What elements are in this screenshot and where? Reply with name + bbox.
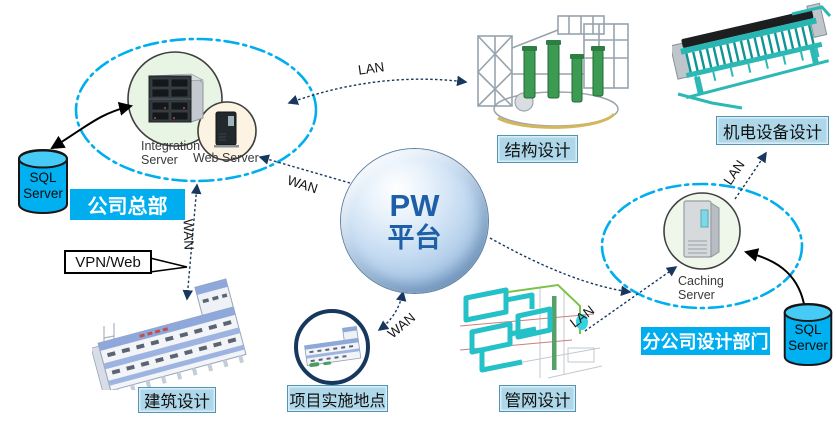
branch-sql-label-line2: Server: [788, 337, 828, 353]
hq-sql-label-line1: SQL: [29, 170, 57, 185]
web-server-label-text: Web Server: [193, 151, 259, 165]
web-server-label: Web Server: [193, 151, 259, 165]
web-server-icon: [214, 111, 239, 148]
lan-link-pipe-network: [584, 266, 678, 332]
structural-design-label: 结构设计: [504, 142, 571, 160]
mechanical-design-image: [672, 2, 832, 110]
pw-platform-node: PW 平台: [341, 149, 488, 293]
wan-link-web-server: [258, 154, 351, 184]
mechanical-design-tag: 机电设备设计: [716, 116, 829, 145]
hq-sql-link: [50, 102, 134, 150]
vpn-callout-pointer: [149, 257, 188, 273]
vpn-web-callout-label: VPN/Web: [75, 253, 141, 271]
lan-link-structural: [287, 75, 468, 105]
hq-sql-server-icon: [18, 148, 68, 215]
headquarters-banner: 公司总部: [70, 189, 185, 220]
branch-sql-server-icon: [783, 302, 833, 367]
caching-server-label-line2: Server: [678, 288, 715, 302]
caching-server-label-line1: Caching: [678, 274, 724, 288]
caching-server-icon: [683, 200, 720, 258]
integration-server-label: Integration Server: [141, 139, 200, 167]
project-site-image: [304, 325, 362, 368]
branch-banner-label: 分公司设计部门: [642, 332, 769, 352]
project-site-tag: 项目实施地点: [287, 385, 388, 412]
hq-sql-server-label: SQL Server: [16, 170, 70, 201]
architecture-design-label: 建筑设计: [144, 393, 210, 411]
platform-branch-link: [489, 237, 632, 296]
vpn-web-callout: VPN/Web: [64, 250, 152, 274]
mechanical-design-label: 机电设备设计: [723, 123, 822, 142]
pipe-network-design-label: 管网设计: [504, 391, 571, 410]
platform-title-line1: PW: [389, 187, 440, 223]
branch-group-ellipse: [600, 182, 804, 310]
integration-server-label-line1: Integration: [141, 139, 201, 153]
caching-server-label: Caching Server: [678, 274, 724, 302]
structural-design-image: [477, 15, 629, 129]
integration-server-label-line2: Server: [141, 153, 178, 167]
headquarters-banner-label: 公司总部: [87, 196, 168, 218]
branch-banner: 分公司设计部门: [641, 327, 770, 355]
hq-sql-label-line2: Server: [23, 185, 63, 201]
branch-sql-label-line1: SQL: [794, 322, 822, 337]
integration-server-icon: [148, 73, 205, 123]
project-site-node: [294, 309, 370, 385]
branch-sql-server-label: SQL Server: [781, 322, 835, 353]
branch-sql-link: [743, 248, 805, 305]
architecture-design-tag: 建筑设计: [138, 387, 216, 413]
structural-design-tag: 结构设计: [497, 135, 578, 163]
wan-architecture-link-label: WAN: [180, 218, 197, 251]
platform-title-line2: 平台: [387, 223, 442, 254]
project-site-label: 项目实施地点: [289, 392, 386, 410]
architecture-design-image: [92, 278, 247, 390]
pipe-network-design-image: [459, 283, 603, 379]
pipe-network-design-tag: 管网设计: [499, 385, 576, 412]
